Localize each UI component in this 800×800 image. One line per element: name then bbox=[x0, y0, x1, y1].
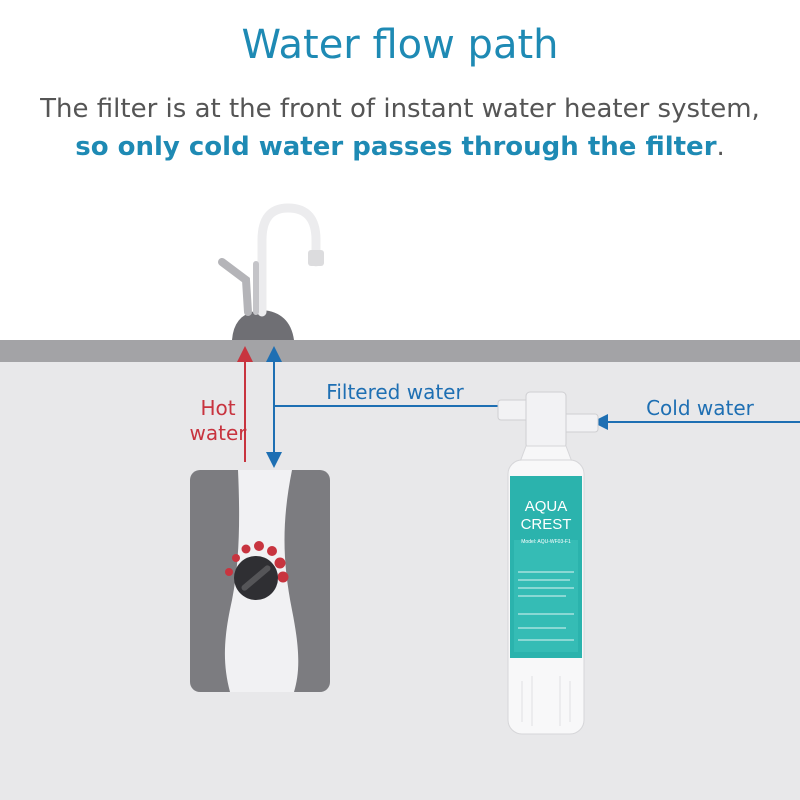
filter-cartridge-icon: AQUA CREST Model: AQU-WF03-F1 bbox=[497, 391, 599, 735]
filter-model: Model: AQU-WF03-F1 bbox=[521, 539, 571, 545]
hot-water-label-line1: Hot bbox=[200, 396, 236, 420]
filter-brand-line2: CREST bbox=[521, 516, 572, 533]
filtered-water-label: Filtered water bbox=[326, 380, 464, 404]
cold-water-label: Cold water bbox=[646, 396, 754, 420]
hot-water-label-line2: water bbox=[189, 421, 247, 445]
heater-icon bbox=[190, 470, 330, 692]
subtitle-period: . bbox=[716, 132, 725, 162]
cabinet-background bbox=[0, 360, 800, 800]
subtitle-highlight: so only cold water passes through the fi… bbox=[75, 132, 717, 162]
dial-icon bbox=[225, 541, 289, 600]
countertop bbox=[0, 340, 800, 362]
page-title: Water flow path bbox=[241, 22, 559, 68]
faucet-icon bbox=[218, 203, 324, 340]
filter-brand-line1: AQUA bbox=[525, 498, 568, 515]
subtitle-text: The filter is at the front of instant wa… bbox=[40, 94, 760, 124]
hot-water-label: Hot water bbox=[168, 396, 268, 446]
page-subtitle: The filter is at the front of instant wa… bbox=[40, 90, 760, 166]
